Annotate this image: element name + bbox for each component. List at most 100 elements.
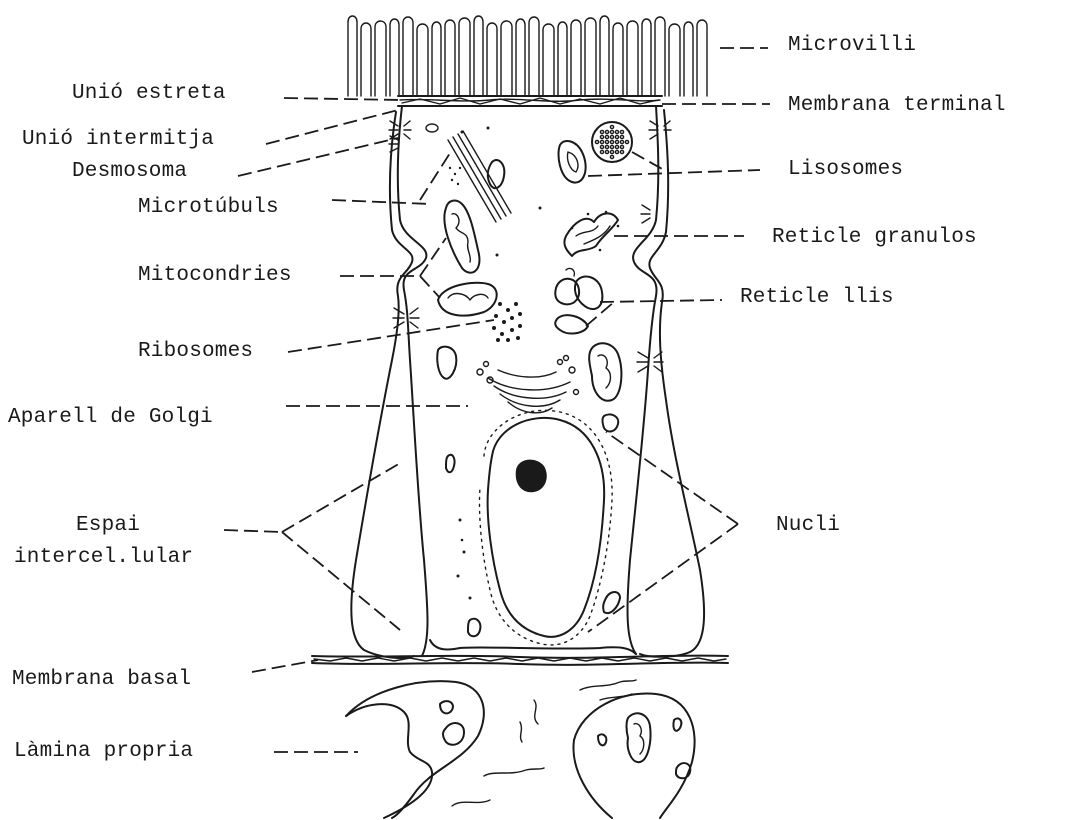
label-lisosomes: Lisosomes [788,158,903,182]
lysosome-dot [605,145,608,148]
label-reticle-llis: Reticle llis [740,286,894,310]
lysosome-dot [610,155,613,158]
lysosome-dot [600,135,603,138]
microvillus [375,21,386,96]
label-lamina-propria: Làmina propria [14,740,193,764]
lysosome-dot [610,125,613,128]
leader-unio-estreta [284,98,402,100]
leader-espai [224,530,282,532]
ribosome-dot [502,320,506,324]
lysosome-dot [600,130,603,133]
cell-membranes [351,106,704,658]
microvillus [558,22,567,96]
leader-unio-intermitja [266,110,398,144]
ribosome-dot [506,338,510,342]
microvillus [571,20,581,96]
leader-lines [224,48,770,752]
microvillus [361,23,371,96]
lysosome-dot [615,130,618,133]
label-espai-line2: intercel.lular [14,546,193,570]
label-ribosomes: Ribosomes [138,340,253,364]
microvillus [459,18,470,96]
lysosome-dot [615,145,618,148]
label-espai-line1: Espai [76,514,140,538]
label-membrana-basal: Membrana basal [12,668,191,692]
microvillus [669,24,680,96]
label-nucli: Nucli [776,514,840,538]
terminal-web-band [398,96,662,106]
label-microtubuls: Microtúbuls [138,196,279,220]
ribosome-dot [510,328,514,332]
microvillus [529,17,539,96]
microvillus [684,22,693,96]
ribosome-dot [518,312,522,316]
ribosome-dot [506,308,510,312]
label-desmosoma: Desmosoma [72,160,187,184]
leader-mitocondries-b [420,276,440,298]
microvillus [627,21,638,96]
lysosome-dot [615,140,618,143]
microvillus [697,20,707,96]
microvillus [432,22,441,96]
lamina-propria-drawing [346,680,695,818]
lysosome-dot [610,150,613,153]
microvillus [445,20,455,96]
leader-desmosoma [238,138,398,176]
leader-microtubuls-2 [420,150,452,200]
lysosome-dot [620,130,623,133]
lysosome-dot [595,140,598,143]
organelles [426,122,632,645]
ribosome-dots [492,302,522,342]
microvillus [613,23,623,96]
lysosome-dot [610,135,613,138]
label-membrana-terminal: Membrana terminal [788,94,1006,118]
lysosome-dot [605,140,608,143]
ribosome-dot [518,324,522,328]
label-unio-estreta: Unió estreta [72,82,226,106]
lysosome-dot [610,140,613,143]
leader-espai-a [282,462,402,532]
lysosome-dot [620,145,623,148]
lysosome-dot [610,130,613,133]
label-unio-intermitja: Unió intermitja [22,128,214,152]
lysosome-dot [615,135,618,138]
lysosome-dot [620,135,623,138]
microvillus [585,18,596,96]
lysosome-dots [595,125,628,158]
microvillus [655,17,665,96]
desmosomes [389,121,671,372]
microvillus [348,16,357,96]
leader-nucli-a [606,432,738,524]
ribosome-dot [500,332,504,336]
microvillus [474,16,483,96]
ribosome-dot [494,314,498,318]
ribosome-dot [514,302,518,306]
leader-membrana-basal [252,660,318,672]
lysosome-dot [605,130,608,133]
lysosome-dot [600,150,603,153]
leader-lisosomes-2 [632,152,664,170]
leader-nucli-b [588,524,738,632]
microvillus [642,19,651,96]
lysosome-dot [600,140,603,143]
microvillus [403,17,413,96]
lysosome-dot [600,145,603,148]
microvillus [390,19,399,96]
microvillus [417,24,428,96]
label-reticle-granulos: Reticle granulos [772,226,977,250]
lysosome-dot [625,140,628,143]
basal-membrane [312,656,728,665]
microvillus [600,16,609,96]
leader-mitocondries-a [420,238,446,276]
ribosome-dot [492,326,496,330]
microvilli-drawing [348,16,707,96]
leader-espai-b [282,532,400,630]
lysosome-dot [615,150,618,153]
microvillus [543,24,554,96]
label-mitocondries: Mitocondries [138,264,292,288]
lysosome-dot [620,140,623,143]
ribosome-dot [516,336,520,340]
label-microvilli: Microvilli [788,34,916,58]
leader-microtubuls [332,200,430,204]
